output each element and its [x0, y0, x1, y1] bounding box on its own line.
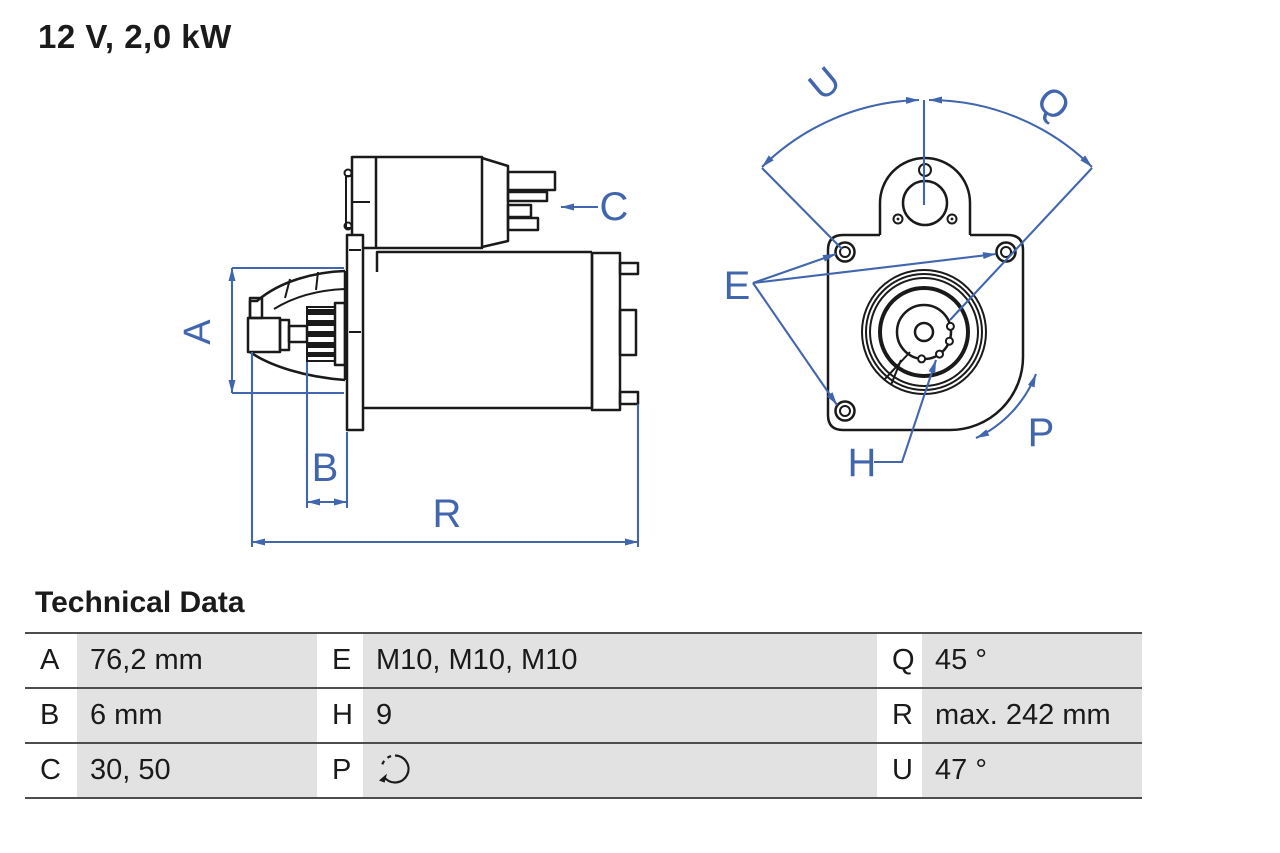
solenoid-terminals: [506, 170, 557, 232]
dimension-c-label: C: [600, 185, 629, 229]
spec-key: H: [317, 687, 363, 742]
spec-key: U: [877, 742, 922, 797]
dimension-e-label: E: [724, 264, 751, 308]
starter-motor-diagram: A B R C: [177, 59, 1093, 547]
dimension-u-label: U: [801, 59, 849, 109]
dimension-c: C: [560, 185, 629, 229]
spec-value: 76,2 mm: [77, 632, 317, 687]
spec-key: E: [317, 632, 363, 687]
dimension-b-label: B: [312, 446, 339, 490]
pinion-front: [895, 303, 953, 361]
dimension-b: B: [305, 362, 349, 508]
spec-value: 30, 50: [77, 742, 317, 797]
pinion-gear: [306, 306, 336, 362]
dimension-r: R: [250, 352, 640, 547]
spec-value: max. 242 mm: [922, 687, 1142, 742]
spec-key: Q: [877, 632, 922, 687]
rotation-direction-cell: [363, 742, 877, 797]
dimension-e: E: [724, 252, 997, 406]
spec-value: 47 °: [922, 742, 1142, 797]
spec-key: A: [25, 632, 77, 687]
dimension-u: U: [761, 59, 920, 250]
dimension-p-label: P: [1028, 411, 1055, 455]
shaft-boss: [246, 316, 282, 354]
shaft-hole: [913, 321, 935, 343]
solenoid-cap: [481, 156, 510, 249]
spec-value: 9: [363, 687, 877, 742]
commutator-end-cap: [590, 251, 622, 412]
spec-value: M10, M10, M10: [363, 632, 877, 687]
spec-key: R: [877, 687, 922, 742]
dimension-a-label: A: [177, 319, 219, 345]
bolt-hole-bottom-left: [834, 400, 856, 422]
technical-data-table: A 76,2 mm E M10, M10, M10 Q 45 ° B 6 mm …: [25, 632, 1142, 799]
page-title: 12 V, 2,0 kW: [38, 18, 232, 55]
drive-bearing-rings: [861, 269, 987, 395]
dimension-h-label: H: [848, 441, 877, 485]
spec-key: B: [25, 687, 77, 742]
spec-value: 6 mm: [77, 687, 317, 742]
spec-value: 45 °: [922, 632, 1142, 687]
bolt-hole-top-left: [834, 241, 856, 263]
dimension-q: Q: [928, 78, 1093, 321]
side-view-drawing: [246, 155, 640, 432]
dimension-r-label: R: [433, 492, 462, 536]
motor-body: [363, 250, 640, 412]
counterclockwise-rotation-icon: [379, 753, 410, 784]
dimension-p: P: [975, 373, 1055, 455]
spec-key: C: [25, 742, 77, 797]
dimension-h: H: [848, 359, 937, 485]
dimension-q-label: Q: [1028, 78, 1078, 129]
dimensions: A B R C: [177, 59, 1093, 547]
dimension-a: A: [177, 266, 344, 395]
technical-data-heading: Technical Data: [35, 586, 245, 619]
drive-end-housing: [246, 269, 347, 382]
spec-key: P: [317, 742, 363, 797]
mounting-flange-front: [826, 233, 1025, 432]
mounting-flange-side: [345, 233, 365, 432]
solenoid: [343, 155, 557, 250]
